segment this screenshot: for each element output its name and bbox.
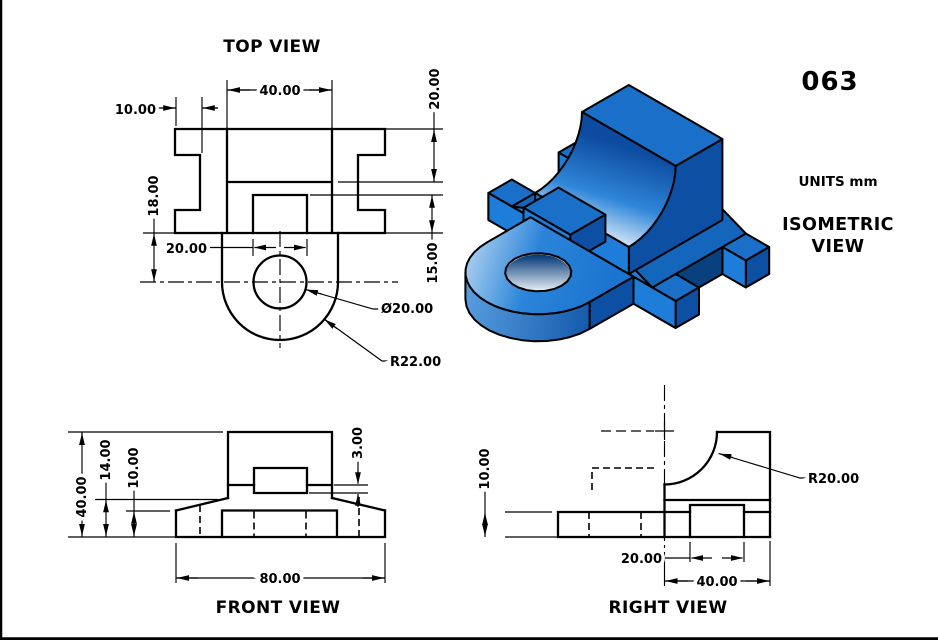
dim-label-front-40: 40.00	[75, 476, 90, 517]
dim-label-front-80: 80.00	[259, 572, 300, 587]
top-view: TOP VIEW 40.00 10.00 20.00 15.00 18.00 2…	[111, 34, 446, 374]
drawing-number: 063	[801, 67, 858, 97]
dim-label-top-20-depth: 20.00	[428, 68, 443, 109]
dim-label-right-20: 20.00	[621, 552, 662, 567]
dim-label-top-18: 18.00	[147, 175, 162, 216]
dim-label-right-r20: R20.00	[808, 472, 859, 487]
iso-hole-interior	[505, 254, 572, 296]
iso-view-label-line2: VIEW	[812, 237, 865, 257]
front-view-extension-lines	[68, 431, 386, 583]
front-view-dimension-arrows	[79, 432, 385, 581]
right-view-centerlines	[601, 385, 674, 548]
top-view-extension-lines	[143, 80, 443, 256]
right-view-dimension-arrows	[482, 453, 769, 584]
top-view-title: TOP VIEW	[223, 37, 320, 57]
top-view-dimension-arrows	[151, 87, 437, 330]
dim-label-front-10: 10.00	[127, 447, 142, 488]
top-view-dimension-lines	[153, 89, 435, 362]
dim-label-front-3: 3.00	[351, 427, 366, 459]
top-view-outline	[173, 127, 387, 342]
iso-face	[464, 216, 635, 316]
right-view-notch	[688, 503, 746, 539]
dim-label-top-40: 40.00	[259, 84, 300, 99]
dim-label-top-boss-20: 20.00	[166, 242, 207, 257]
top-view-hole	[252, 254, 308, 310]
right-view: RIGHT VIEW 10.00 20.00 40.00 R20.00	[475, 385, 863, 622]
right-view-tab-strip	[556, 510, 772, 539]
front-view-boss	[252, 466, 309, 495]
dim-label-front-14: 14.00	[99, 439, 114, 480]
units-label: UNITS mm	[798, 174, 877, 190]
dim-label-top-15: 15.00	[426, 242, 441, 283]
front-view-hidden-lines	[199, 497, 360, 537]
top-view-round-tab	[220, 231, 340, 342]
front-view-tab-strip	[220, 509, 339, 539]
dim-label-tab-radius: R22.00	[390, 355, 441, 370]
right-view-title: RIGHT VIEW	[609, 598, 728, 618]
dim-label-top-10: 10.00	[115, 103, 156, 118]
right-view-fillet	[663, 430, 719, 486]
iso-view-label-line1: ISOMETRIC	[782, 215, 894, 235]
dim-label-right-10: 10.00	[478, 448, 493, 489]
dim-label-hole-dia: Ø20.00	[381, 302, 433, 317]
right-view-hidden-lines	[588, 467, 655, 537]
top-view-boss	[251, 193, 309, 235]
top-view-centerlines	[140, 231, 398, 348]
dim-label-right-40: 40.00	[696, 575, 737, 590]
front-view: FRONT VIEW 40.00 14.00 10.00 3.00 80.00	[68, 423, 387, 622]
front-view-title: FRONT VIEW	[216, 598, 341, 618]
isometric-part	[464, 84, 771, 343]
right-view-outline	[556, 430, 772, 539]
